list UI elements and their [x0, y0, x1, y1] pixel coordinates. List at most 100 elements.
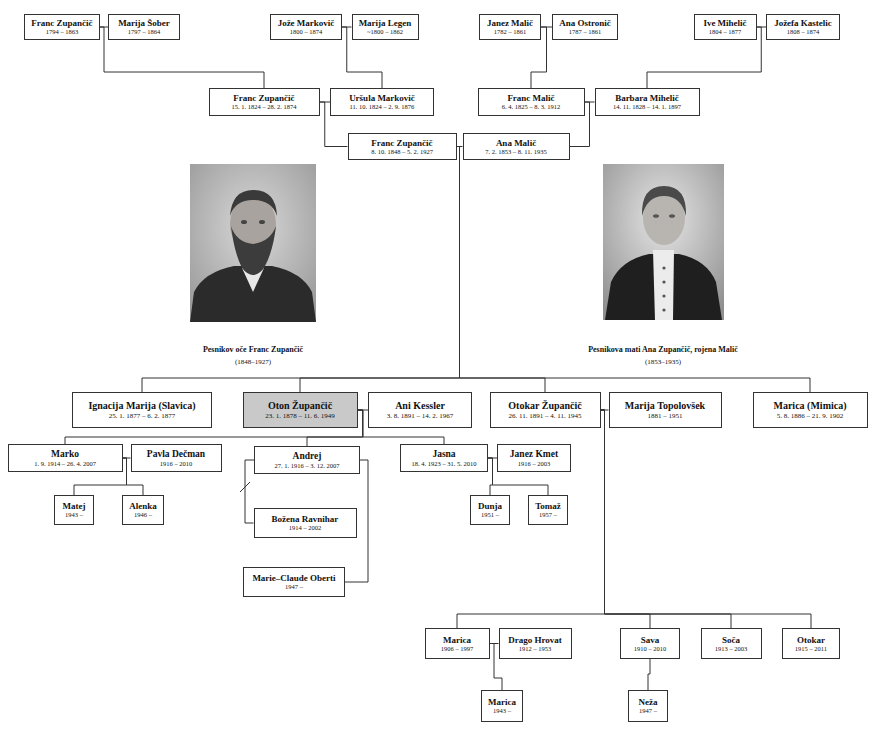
- life-dates: 1957 –: [539, 511, 557, 518]
- person-name: Franc Zupančič: [371, 138, 432, 148]
- person-name: Ignacija Marija (Slavica): [88, 400, 195, 412]
- person-box: Ani Kessler3. 8. 1891 – 14. 2. 1967: [368, 392, 472, 428]
- person-name: Dunja: [478, 501, 502, 511]
- portrait-caption: (1848–1927): [235, 358, 271, 366]
- photo-ground: [603, 164, 724, 320]
- person-box: Marija Legen~1800 – 1862: [352, 14, 419, 40]
- person-box: Otokar Župančič26. 11. 1891 – 4. 11. 194…: [490, 392, 601, 428]
- descent-line: [601, 410, 732, 628]
- photo-ground: [190, 164, 316, 322]
- person-name: Soča: [722, 635, 740, 645]
- person-box: Franc Zupančič15. 1. 1824 – 28. 2. 1874: [209, 88, 320, 116]
- person-box: Jasna18. 4. 1923 – 31. 5. 2010: [400, 444, 488, 472]
- life-dates: 1914 – 2002: [289, 524, 322, 531]
- descent-line: [457, 410, 605, 628]
- person-box: Janez Malič1782 – 1861: [479, 14, 541, 40]
- descent-line: [457, 147, 546, 393]
- person-box: Marija Topolovšek1881 – 1951: [609, 392, 722, 428]
- life-dates: 1912 – 1953: [519, 645, 552, 652]
- person-box: Alenka1946 –: [122, 495, 164, 525]
- person-name: Jasna: [432, 449, 455, 460]
- father-portrait: [190, 164, 316, 322]
- eye: [669, 214, 675, 218]
- person-box: Ive Mihelič1804 – 1877: [694, 14, 757, 40]
- person-box: Dunja1951 –: [470, 495, 510, 525]
- life-dates: 1915 – 2011: [795, 645, 827, 652]
- caption-box: Pesnikov oče Franc Zupančič: [123, 338, 383, 356]
- person-name: Ana Ostronič: [559, 18, 611, 28]
- person-name: Neža: [639, 697, 658, 707]
- life-dates: 1947 –: [285, 583, 303, 590]
- life-dates: 1916 – 2003: [518, 460, 551, 467]
- button: [662, 266, 665, 269]
- life-dates: 1913 – 2003: [715, 645, 748, 652]
- life-dates: 23. 1. 1878 – 11. 6. 1949: [265, 412, 335, 420]
- person-box: Janez Kmet1916 – 2003: [497, 444, 571, 472]
- life-dates: 18. 4. 1923 – 31. 5. 2010: [412, 460, 477, 467]
- highlighted-person-box: Oton Župančič23. 1. 1878 – 11. 6. 1949: [243, 392, 358, 428]
- person-box: Marica (Mimica)5. 8. 1886 – 21. 9. 1902: [753, 392, 868, 428]
- life-dates: 1946 –: [134, 511, 152, 518]
- person-name: Oton Župančič: [268, 400, 332, 412]
- person-name: Janez Kmet: [510, 449, 558, 460]
- life-dates: 15. 1. 1824 – 28. 2. 1874: [232, 103, 297, 110]
- life-dates: 1943 –: [493, 707, 511, 714]
- person-name: Marica: [443, 635, 471, 645]
- eye: [241, 220, 247, 224]
- life-dates: 1910 – 2010: [634, 645, 667, 652]
- person-box: Matej1943 –: [54, 495, 94, 525]
- life-dates: 5. 8. 1886 – 21. 9. 1902: [777, 412, 844, 420]
- life-dates: 3. 8. 1891 – 14. 2. 1967: [387, 412, 454, 420]
- person-name: Otokar Župančič: [508, 400, 581, 412]
- person-name: Barbara Mihelič: [615, 93, 679, 103]
- person-box: Andrej27. 1. 1916 – 3. 12. 2007: [254, 446, 360, 474]
- button: [662, 294, 665, 297]
- hair: [642, 186, 686, 216]
- person-name: Otokar: [797, 635, 825, 645]
- divorce-slash: [240, 482, 250, 492]
- life-dates: 11. 10. 1824 – 2. 9. 1876: [350, 103, 415, 110]
- life-dates: 6. 4. 1825 – 8. 3. 1912: [502, 103, 561, 110]
- life-dates: 1782 – 1861: [494, 28, 527, 35]
- person-name: Ana Malič: [496, 138, 536, 148]
- life-dates: 1797 – 1864: [128, 28, 161, 35]
- person-box: Franc Zupančič8. 10. 1848 – 5. 2. 1927: [348, 133, 457, 160]
- person-name: Jožefa Kastelic: [774, 18, 832, 28]
- life-dates: 1881 – 1951: [648, 412, 683, 420]
- person-box: Ignacija Marija (Slavica)25. 1. 1877 – 6…: [72, 392, 212, 428]
- person-name: Matej: [63, 501, 86, 511]
- person-name: Marija Topolovšek: [625, 400, 705, 412]
- person-name: Marija Legen: [359, 18, 412, 28]
- portrait-caption: Pesnikov oče Franc Zupančič: [203, 345, 303, 354]
- life-dates: 27. 1. 1916 – 3. 12. 2007: [275, 462, 340, 469]
- button: [662, 308, 665, 311]
- person-name: Marica: [488, 697, 516, 707]
- life-dates: 1916 – 2010: [160, 460, 193, 467]
- button: [662, 280, 665, 283]
- person-name: Pavla Dečman: [147, 449, 205, 460]
- person-box: Marija Šober1797 – 1864: [108, 14, 180, 40]
- caption-box: (1848–1927): [123, 350, 383, 368]
- life-dates: 1947 –: [639, 707, 657, 714]
- person-box: Soča1913 – 2003: [701, 628, 762, 659]
- person-box: Franc Zupančič1794 – 1863: [24, 14, 100, 40]
- person-box: Marko1. 9. 1914 – 26. 4. 2007: [8, 444, 123, 472]
- person-name: Ani Kessler: [395, 400, 445, 412]
- person-box: Franc Malič6. 4. 1825 – 8. 3. 1912: [478, 88, 585, 116]
- person-box: Ana Malič7. 2. 1853 – 8. 11. 1935: [463, 133, 570, 160]
- person-name: Tomaž: [535, 501, 561, 511]
- life-dates: 1787 – 1861: [569, 28, 602, 35]
- person-name: Marie–Claude Oberti: [252, 573, 335, 583]
- hair: [230, 190, 277, 216]
- person-name: Marija Šober: [118, 18, 170, 28]
- person-name: Janez Malič: [487, 18, 533, 28]
- life-dates: 1808 – 1874: [787, 28, 820, 35]
- life-dates: 25. 1. 1877 – 6. 2. 1877: [109, 412, 176, 420]
- person-box: Drago Hrovat1912 – 1953: [499, 628, 572, 659]
- person-name: Alenka: [129, 501, 157, 511]
- life-dates: ~1800 – 1862: [367, 28, 403, 35]
- person-name: Franc Malič: [507, 93, 554, 103]
- descent-line: [457, 147, 811, 393]
